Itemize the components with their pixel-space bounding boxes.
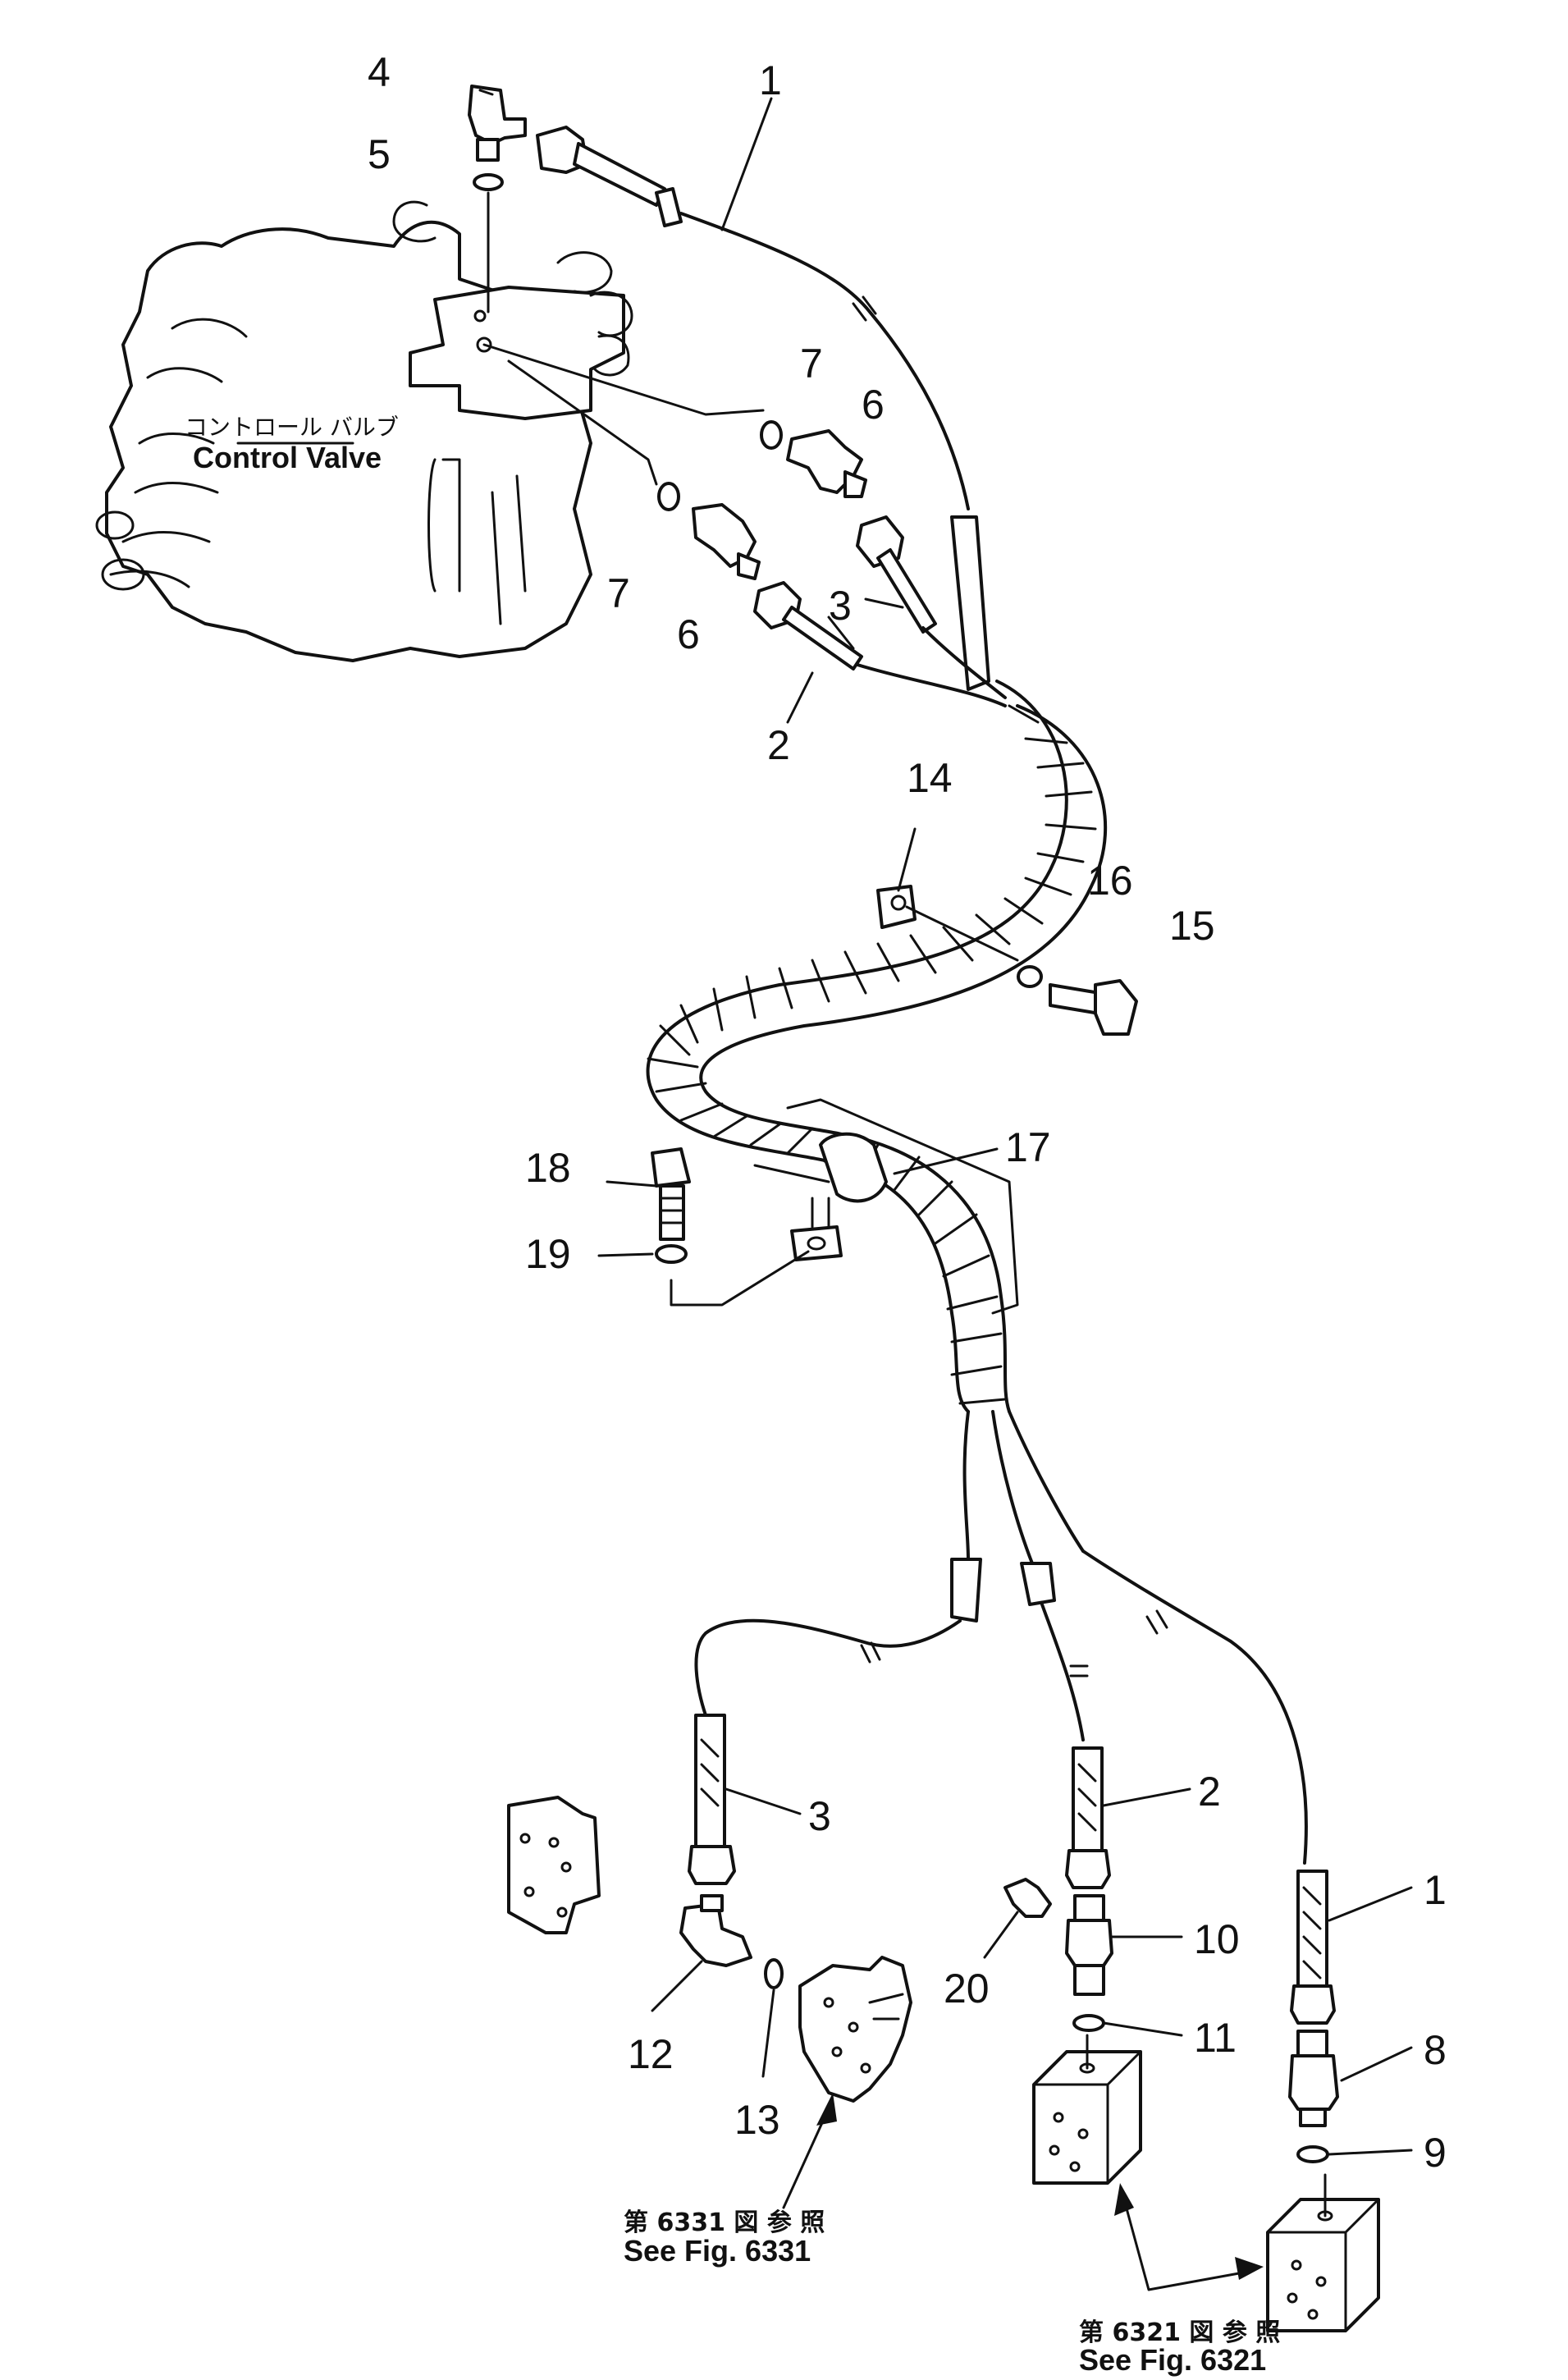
part-2-hose-end-valve xyxy=(753,581,863,671)
hose-1-lower-break-mark xyxy=(1145,1609,1168,1635)
hose-3-lower-bundle xyxy=(962,1410,970,1561)
callout-1-top: 1 xyxy=(759,57,782,103)
leader-valve-port-lower xyxy=(507,359,658,486)
callout-9: 9 xyxy=(1424,2130,1447,2176)
hose-1-break-mark xyxy=(852,295,877,322)
part-6-elbow-fitting-upper xyxy=(786,429,867,498)
part-9-o-ring xyxy=(1296,2145,1329,2163)
valve-label-en: Control Valve xyxy=(193,441,382,474)
ref-fig-6321-en: See Fig. 6321 xyxy=(1079,2343,1266,2377)
arrows-to-fig-6321 xyxy=(1114,2183,1264,2291)
part-10-adapter xyxy=(1065,1894,1113,1996)
callout-12: 12 xyxy=(628,2031,674,2077)
hose-2-upper-line xyxy=(856,663,1007,707)
part-8-adapter xyxy=(1288,2030,1339,2127)
part-18-bolt xyxy=(651,1147,691,1241)
part-3-hose-end-valve xyxy=(856,515,937,634)
part-15-bolt xyxy=(1049,979,1138,1036)
hose-3-break-mark xyxy=(860,1641,881,1664)
hose-2-break-mark xyxy=(1069,1664,1089,1677)
hose-1-upper-line xyxy=(679,212,970,510)
callout-6-upper: 6 xyxy=(862,382,885,428)
part-1-hose-end-top xyxy=(536,126,683,227)
hose-1-lower-line xyxy=(1081,1549,1308,1865)
part-11-o-ring xyxy=(1072,2014,1105,2032)
manifold-block-left xyxy=(507,1796,601,1934)
control-valve: コントロール バルブ Control Valve xyxy=(95,200,633,662)
part-7-o-ring-lower xyxy=(657,482,680,511)
callout-2-top: 2 xyxy=(767,722,790,768)
valve-block-fig-6321-b xyxy=(1266,2173,1380,2332)
spiral-guard-bundle xyxy=(646,680,1108,1413)
part-14-bracket xyxy=(876,885,1019,962)
callout-3-bottom: 3 xyxy=(808,1793,831,1839)
hose-2-lower-bundle xyxy=(991,1410,1035,1569)
part-3-hose-end-lower xyxy=(688,1714,736,1885)
hose-1-lower-bundle xyxy=(1008,1410,1085,1553)
valve-block-fig-6321-a xyxy=(1032,2034,1142,2185)
callout-7-upper: 7 xyxy=(800,341,823,387)
callout-10: 10 xyxy=(1194,1916,1240,1962)
callout-17: 17 xyxy=(1005,1124,1051,1170)
callout-4: 4 xyxy=(368,49,391,95)
sleeve-hose-3 xyxy=(950,1558,982,1623)
callout-13: 13 xyxy=(734,2097,780,2143)
ref-fig-6331-en: See Fig. 6331 xyxy=(624,2234,811,2268)
callout-7-lower: 7 xyxy=(607,570,630,616)
callout-18: 18 xyxy=(525,1145,571,1191)
leader-19 xyxy=(670,1250,810,1307)
callout-16: 16 xyxy=(1087,858,1133,904)
arrow-to-fig-6331 xyxy=(782,2093,837,2209)
hose-2-lower-line xyxy=(1040,1603,1085,1742)
callout-3-top: 3 xyxy=(829,583,852,629)
part-5-o-ring xyxy=(473,173,504,191)
part-4-elbow-fitting xyxy=(468,85,527,162)
hose-3-lower-line xyxy=(694,1618,962,1717)
callout-2-bottom: 2 xyxy=(1198,1769,1221,1815)
ref-fig-6321-jp: 第 6321 図 参 照 xyxy=(1079,2318,1280,2347)
part-12-elbow-fitting xyxy=(679,1894,752,1967)
valve-block-fig-6331 xyxy=(798,1956,912,2103)
callout-15: 15 xyxy=(1169,903,1215,949)
part-19-washer xyxy=(655,1244,688,1264)
part-2-hose-end-lower xyxy=(1065,1746,1111,1889)
part-1-hose-end-lower xyxy=(1290,1870,1336,2025)
part-20-fitting xyxy=(1003,1878,1052,1918)
callout-6-lower: 6 xyxy=(677,611,700,657)
part-16-washer xyxy=(1017,965,1043,988)
callout-leaders xyxy=(478,89,1413,2156)
callout-1-bottom: 1 xyxy=(1424,1867,1447,1913)
sleeve-hose-2 xyxy=(1020,1562,1056,1606)
valve-label-jp: コントロール バルブ xyxy=(185,414,399,441)
leader-valve-port-upper xyxy=(482,343,765,416)
ref-fig-6331-jp: 第 6331 図 参 照 xyxy=(624,2208,825,2237)
part-13-o-ring xyxy=(764,1958,784,1989)
callout-20: 20 xyxy=(944,1966,990,2012)
callout-5: 5 xyxy=(368,131,391,177)
callout-8: 8 xyxy=(1424,2027,1447,2073)
hose-1-sleeve xyxy=(950,515,990,691)
callout-19: 19 xyxy=(525,1231,571,1277)
callout-11: 11 xyxy=(1194,2015,1237,2061)
part-6-elbow-fitting-lower xyxy=(692,503,761,580)
callout-14: 14 xyxy=(907,755,953,801)
part-7-o-ring-upper xyxy=(760,420,783,450)
